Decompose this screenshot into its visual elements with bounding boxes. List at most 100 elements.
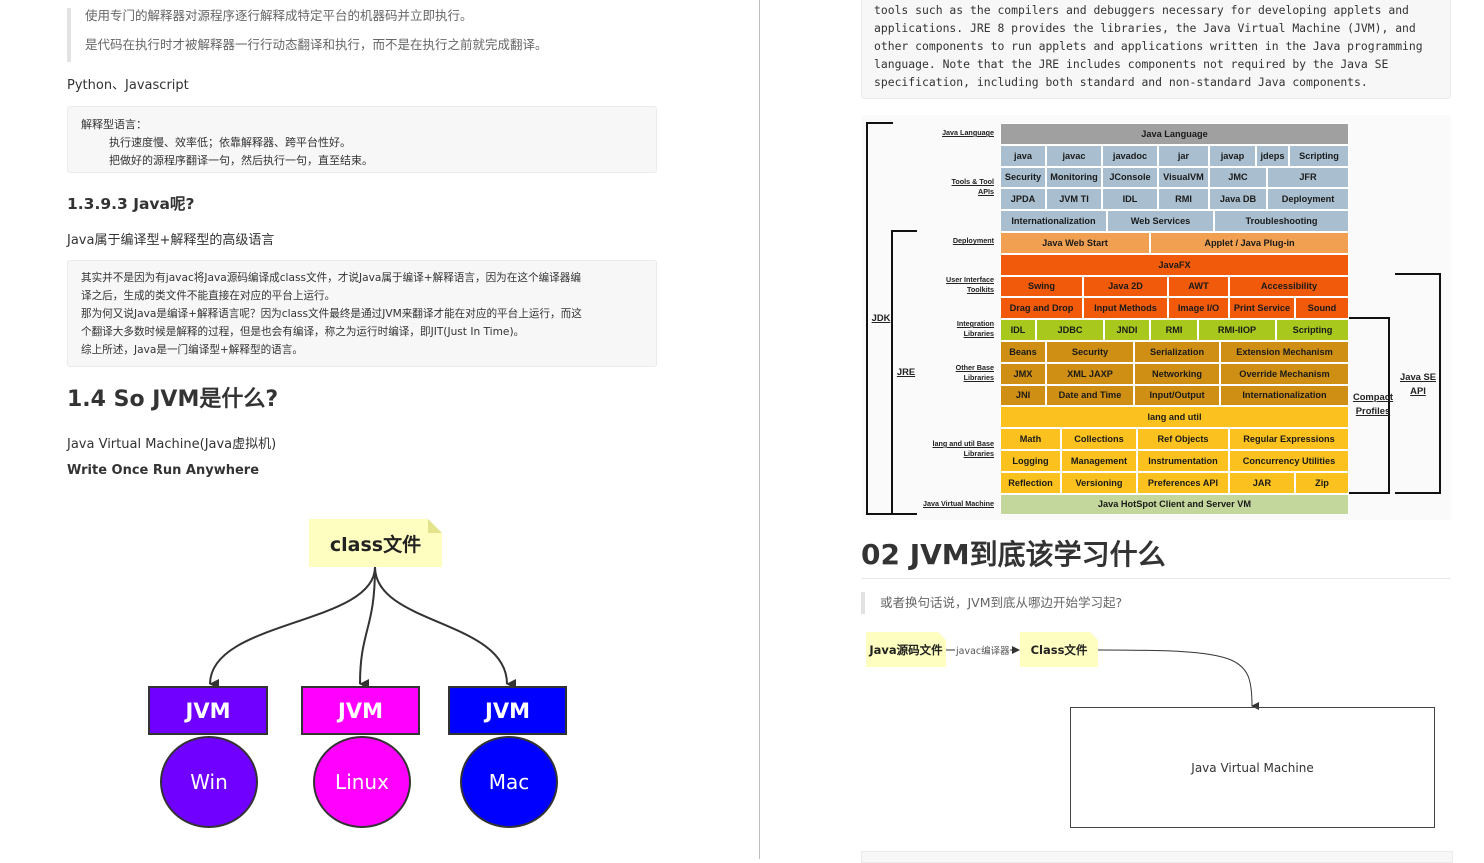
- platform-cell-web-services: Web Services: [1107, 210, 1214, 232]
- heading-jvm: 1.4 So JVM是什么?: [67, 387, 279, 412]
- row-label-ui: User Interface Toolkits: [946, 275, 994, 294]
- platform-cell-jmc: JMC: [1209, 166, 1267, 189]
- platform-cell-idl: IDL: [1000, 319, 1036, 341]
- quote-line-1: 使用专门的解释器对源程序逐行解释成特定平台的机器码并立即执行。: [85, 8, 473, 23]
- platform-cell-security: Security: [1046, 341, 1134, 363]
- next-block-edge: [861, 851, 1453, 863]
- platform-cell-javafx: JavaFX: [1000, 253, 1349, 276]
- learn-quote: 或者换句话说，JVM到底从哪边开始学习起?: [861, 592, 1122, 614]
- platform-cell-javac: javac: [1046, 144, 1102, 167]
- platform-cell-awt: AWT: [1168, 275, 1229, 298]
- platform-cell-internationalization: Internationalization: [1220, 384, 1349, 407]
- row-label-other: Other Base Libraries: [955, 363, 994, 382]
- jvm-fullname: Java Virtual Machine(Java虚拟机): [67, 437, 277, 452]
- row-label-lang-util: lang and util Base Libraries: [932, 439, 994, 458]
- code-line-1: tools such as the compilers and debugger…: [874, 3, 1409, 17]
- jvm-box-win: JVM: [148, 686, 268, 735]
- platform-cell-deployment: Deployment: [1267, 188, 1349, 211]
- platform-cell-regular-expressions: Regular Expressions: [1229, 428, 1349, 450]
- platform-cell-drag-and-drop: Drag and Drop: [1000, 297, 1083, 320]
- page-divider: [759, 0, 760, 859]
- platform-cell-jdeps: jdeps: [1256, 144, 1289, 167]
- java-platform-diagram: JDK JRE Compact Profiles Java SE API Jav…: [862, 115, 1451, 520]
- code-line-2: applications. JRE 8 provides the librari…: [874, 21, 1416, 35]
- platform-cell-logging: Logging: [1000, 450, 1061, 472]
- flow-arrows: [946, 646, 1260, 710]
- platform-cell-extension-mechanism: Extension Mechanism: [1220, 341, 1349, 363]
- platform-brackets: [866, 122, 1441, 515]
- platform-cell-input-methods: Input Methods: [1083, 297, 1168, 320]
- platform-cell-java-web-start: Java Web Start: [1000, 232, 1150, 254]
- platform-cell-jndi: JNDI: [1104, 319, 1150, 341]
- code2-line-2: 译之后，生成的类文件不能直接在对应的平台上运行。: [81, 290, 336, 302]
- interpreted-quote: 使用专门的解释器对源程序逐行解释成特定平台的机器码并立即执行。 是代码在执行时才…: [67, 8, 657, 62]
- platform-cell-beans: Beans: [1000, 341, 1046, 363]
- platform-cell-jar: jar: [1158, 144, 1209, 167]
- platform-cell-rmi: RMI: [1150, 319, 1198, 341]
- platform-cell-jvm-ti: JVM TI: [1046, 188, 1102, 211]
- jvm-box-mac: JVM: [448, 686, 567, 735]
- code1-line-1: 解释型语言：: [81, 118, 147, 131]
- platform-cell-lang-and-util: lang and util: [1000, 406, 1349, 429]
- platform-cell-instrumentation: Instrumentation: [1137, 450, 1229, 472]
- jre-label: JRE: [896, 366, 916, 377]
- platform-cell-idl: IDL: [1102, 188, 1158, 211]
- platform-cell-accessibility: Accessibility: [1229, 275, 1349, 298]
- platform-mac: Mac: [460, 736, 558, 828]
- platform-cell-override-mechanism: Override Mechanism: [1220, 362, 1349, 385]
- platform-cell-input-output: Input/Output: [1134, 384, 1220, 407]
- platform-cell-jar: JAR: [1229, 471, 1295, 494]
- slogan: Write Once Run Anywhere: [67, 463, 260, 478]
- platform-cell-reflection: Reflection: [1000, 471, 1061, 494]
- arrow-to-linux: [359, 566, 376, 690]
- platform-cell-monitoring: Monitoring: [1046, 166, 1102, 189]
- platform-cell-collections: Collections: [1061, 428, 1137, 450]
- platform-cell-jmx: JMX: [1000, 362, 1046, 385]
- quote-line-2: 是代码在执行时才被解释器一行行动态翻译和执行，而不是在执行之前就完成翻译。: [85, 37, 548, 52]
- platform-cell-sound: Sound: [1295, 297, 1349, 320]
- platform-cell-serialization: Serialization: [1134, 341, 1220, 363]
- platform-cell-javap: javap: [1209, 144, 1256, 167]
- arrow-to-mac: [374, 566, 517, 689]
- platform-cell-image-i-o: Image I/O: [1168, 297, 1229, 320]
- row-label-language: Java Language: [942, 128, 994, 137]
- java-code-block: 其实并不是因为有javac将Java源码编译成class文件，才说Java属于编…: [67, 260, 657, 367]
- platform-cell-versioning: Versioning: [1061, 471, 1137, 494]
- platform-win: Win: [160, 736, 258, 828]
- jvm-box-right: Java Virtual Machine: [1070, 707, 1435, 828]
- code2-line-1: 其实并不是因为有javac将Java源码编译成class文件，才说Java属于编…: [81, 272, 581, 284]
- platform-cell-management: Management: [1061, 450, 1137, 472]
- platform-cell-jpda: JPDA: [1000, 188, 1046, 211]
- class-file-note: class文件: [309, 519, 442, 567]
- platform-cell-troubleshooting: Troubleshooting: [1214, 210, 1349, 232]
- jvm-box-linux: JVM: [301, 686, 420, 735]
- code2-line-3: 那为何又说Java是编译+解释语言呢？因为class文件最终是通过JVM来翻译才…: [81, 308, 582, 320]
- row-label-jvm: Java Virtual Machine: [923, 499, 994, 508]
- code1-line-2: 执行速度慢、效率低；依靠解释器、跨平台性好。: [109, 136, 351, 149]
- jdk-label: JDK: [871, 312, 891, 323]
- platform-cell-java-db: Java DB: [1209, 188, 1267, 211]
- platform-cell-math: Math: [1000, 428, 1061, 450]
- platform-cell-rmi: RMI: [1158, 188, 1209, 211]
- javac-compiler-label: javac编译器: [956, 646, 1010, 657]
- compact-profiles-label: Compact Profiles: [1352, 391, 1394, 416]
- row-label-tools: Tools & Tool APIs: [951, 177, 994, 196]
- code2-line-4: 个翻译大多数时候是解释的过程，但是也会有编译，称之为运行时编译，即JIT(Jus…: [81, 326, 525, 338]
- code2-line-5: 综上所述，Java是一门编译型+解释型的语言。: [81, 344, 303, 356]
- heading-rule: [861, 578, 1451, 579]
- platform-cell-preferences-api: Preferences API: [1137, 471, 1229, 494]
- platform-linux: Linux: [313, 736, 411, 828]
- platform-cell-date-and-time: Date and Time: [1046, 384, 1134, 407]
- code-line-5: specification, including both standard a…: [874, 75, 1368, 89]
- platform-cell-java-hotspot-client-and-server-vm: Java HotSpot Client and Server VM: [1000, 493, 1349, 516]
- code-line-3: other components to run applets and appl…: [874, 39, 1423, 53]
- class-file-note-right: Class文件: [1020, 632, 1098, 667]
- platform-cell-applet-java-plug-in: Applet / Java Plug-in: [1150, 232, 1349, 254]
- platform-cell-concurrency-utilities: Concurrency Utilities: [1229, 450, 1349, 472]
- platform-cell-swing: Swing: [1000, 275, 1083, 298]
- platform-cell-xml-jaxp: XML JAXP: [1046, 362, 1134, 385]
- java-summary: Java属于编译型+解释型的高级语言: [67, 233, 275, 248]
- interpreted-code-block: 解释型语言： 执行速度慢、效率低；依靠解释器、跨平台性好。 把做好的源程序翻译一…: [67, 106, 657, 173]
- java-se-api-label: Java SE API: [1400, 371, 1436, 396]
- platform-cell-jdbc: JDBC: [1036, 319, 1104, 341]
